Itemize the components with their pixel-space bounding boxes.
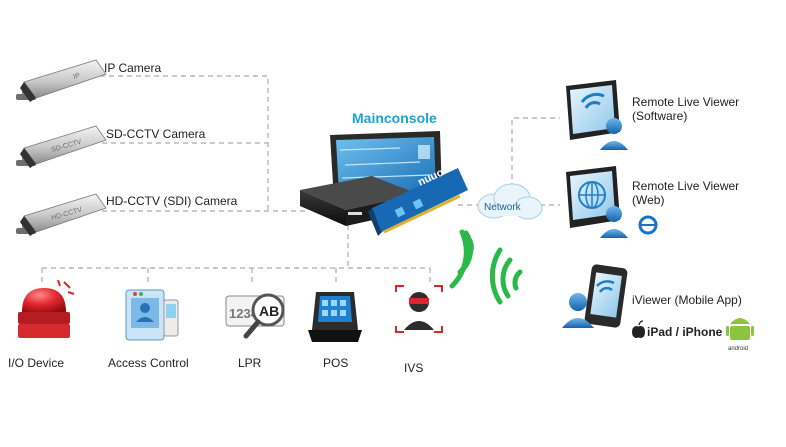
camera-label-ip: IP Camera: [104, 61, 161, 75]
device-label-lpr: LPR: [238, 356, 262, 370]
viewer-software-line1: Remote Live Viewer: [632, 95, 739, 109]
apple-logo-icon: [632, 320, 645, 338]
plate-left-text: 1234: [229, 306, 259, 321]
viewer-web-line2: (Web): [632, 193, 664, 207]
viewer-web-line1: Remote Live Viewer: [632, 179, 739, 193]
globe-monitor-icon: [566, 166, 658, 238]
nuuo-capture-card-icon: nuuo: [368, 166, 468, 236]
network-cloud-icon: [477, 183, 543, 220]
mobile-user-icon: [562, 264, 628, 328]
license-plate-magnifier-icon: 1234 AB: [225, 293, 285, 339]
ip-camera: IP: [16, 59, 107, 102]
network-label: Network: [484, 202, 522, 213]
android-logo-icon: [726, 318, 754, 340]
camera-housing-text: IP: [73, 72, 82, 81]
wifi-signal-icon: [449, 229, 474, 289]
viewer-mobile-label: iViewer (Mobile App): [632, 293, 742, 307]
pos-terminal-icon: [308, 292, 362, 342]
device-label-access: Access Control: [108, 356, 189, 370]
viewer-software-line2: (Software): [632, 109, 687, 123]
device-label-ivs: IVS: [404, 361, 423, 375]
wifi-signal-icon: [489, 247, 523, 305]
android-platform-label: android: [728, 346, 748, 352]
mainconsole-title: Mainconsole: [352, 110, 437, 126]
access-control-icon: [125, 289, 179, 341]
monitor-user-icon: [566, 80, 628, 150]
camera-label-hd: HD-CCTV (SDI) Camera: [106, 194, 238, 208]
connector-ip-camera: [100, 75, 269, 211]
camera-label-sd: SD-CCTV Camera: [106, 127, 206, 141]
hd-cctv-camera: HD-CCTV: [16, 193, 107, 236]
device-label-io: I/O Device: [8, 356, 64, 370]
intruder-icon: [395, 285, 443, 333]
device-label-pos: POS: [323, 356, 348, 370]
plate-right-text: AB: [259, 303, 279, 319]
alarm-siren-icon: [18, 279, 75, 338]
ios-platform-label: iPad / iPhone: [647, 325, 723, 339]
connector-lines: [41, 75, 560, 283]
sd-cctv-camera: SD-CCTV: [16, 125, 107, 168]
